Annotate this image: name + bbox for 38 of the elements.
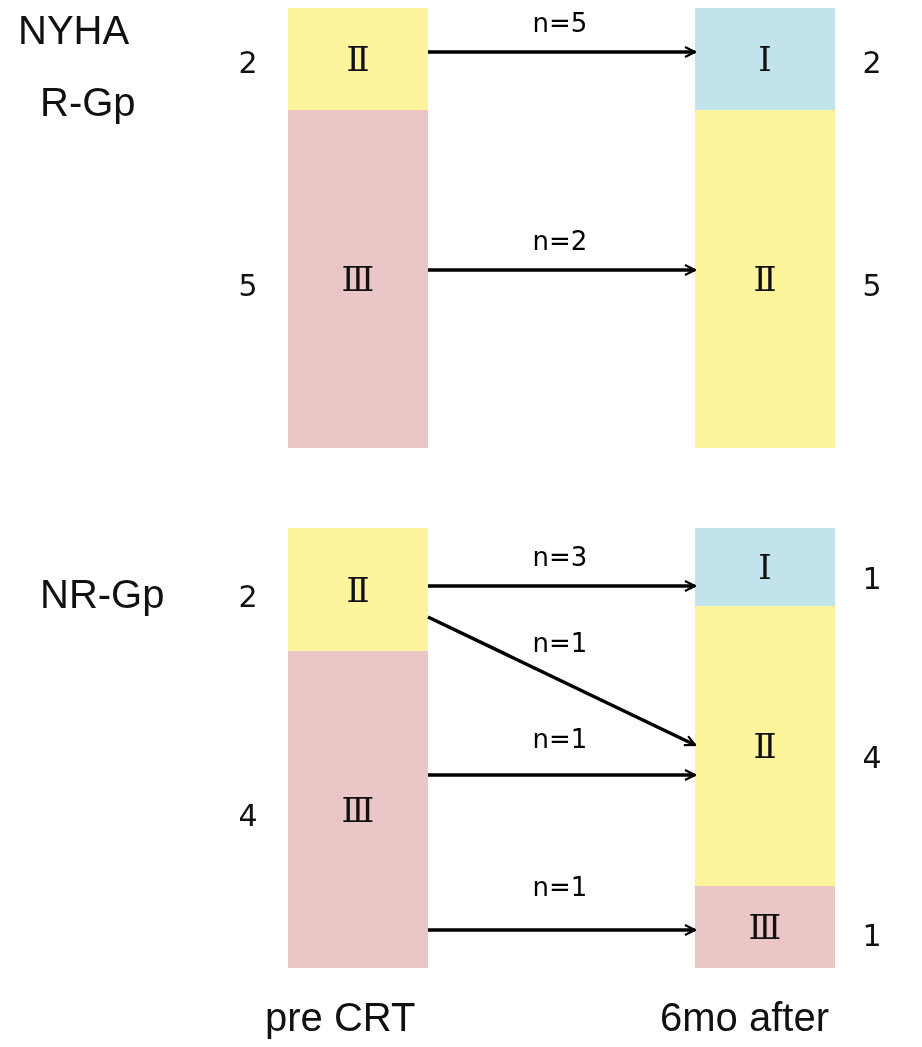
bar-segment <box>695 8 835 110</box>
count-label: 2 <box>862 44 882 80</box>
bar-segment <box>695 606 835 886</box>
bar-segment <box>288 8 428 110</box>
arrow <box>427 615 697 747</box>
axis-label: 6mo after <box>660 995 829 1040</box>
row-label: NYHA <box>18 8 130 53</box>
count-label: 1 <box>862 560 882 596</box>
class-numeral: Ⅱ <box>753 259 777 299</box>
count-label: 4 <box>238 797 258 833</box>
bar-segment <box>695 886 835 968</box>
count-label: 1 <box>862 917 882 953</box>
class-numeral: Ⅰ <box>758 547 772 587</box>
bar-segment <box>288 110 428 448</box>
axis-label: pre CRT <box>265 995 416 1040</box>
bar-segment <box>695 110 835 448</box>
arrow <box>428 768 697 782</box>
count-label: 5 <box>238 267 258 303</box>
class-numeral: Ⅱ <box>346 569 370 610</box>
bar-segment <box>288 528 428 651</box>
count-label: 2 <box>238 578 258 614</box>
row-label: NR-Gp <box>40 572 165 617</box>
count-label: 5 <box>862 267 882 303</box>
bar-segment <box>695 528 835 606</box>
class-numeral: Ⅱ <box>346 39 370 79</box>
row-label: R-Gp <box>40 80 136 125</box>
class-numeral: Ⅲ <box>341 259 375 299</box>
class-numeral: Ⅱ <box>753 726 777 766</box>
class-numeral: Ⅰ <box>758 39 772 79</box>
count-label: 4 <box>862 739 882 775</box>
class-numeral: Ⅲ <box>748 907 782 947</box>
arrow <box>428 579 697 593</box>
count-label: 2 <box>238 44 258 80</box>
class-numeral: Ⅲ <box>341 789 375 830</box>
arrow <box>428 923 697 937</box>
bar-segment <box>288 651 428 968</box>
arrow <box>428 45 697 59</box>
arrow <box>428 263 697 277</box>
